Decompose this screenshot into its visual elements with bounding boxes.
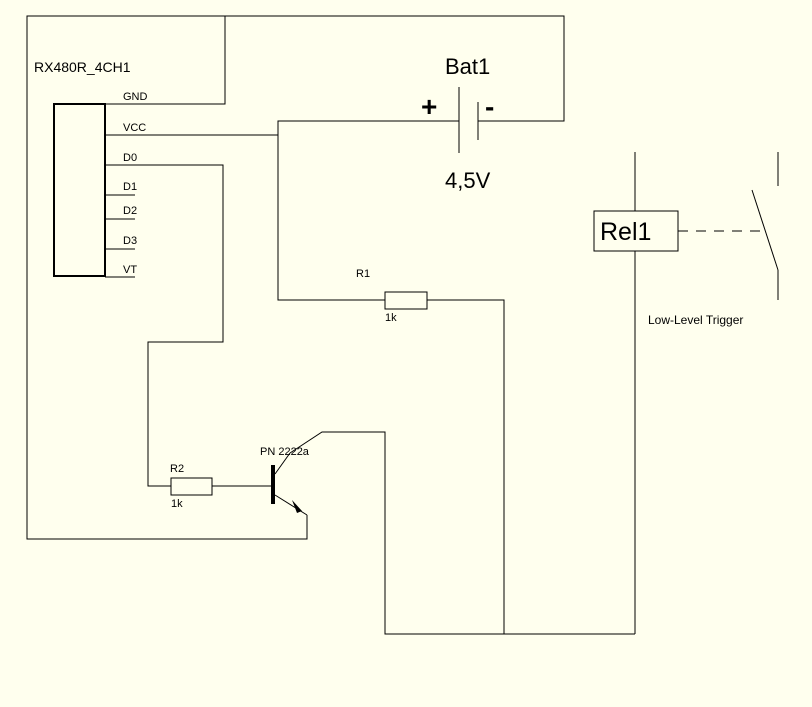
battery-bat1: Bat1 + - 4,5V — [421, 54, 494, 193]
pin-label-d0: D0 — [123, 152, 137, 164]
pin-label-d2: D2 — [123, 205, 137, 217]
pin-label-vcc: VCC — [123, 122, 146, 134]
pin-label-d3: D3 — [123, 235, 137, 247]
pin-label-d1: D1 — [123, 181, 137, 193]
r1-body — [384, 291, 428, 310]
wire-gnd-top — [105, 15, 565, 122]
transistor-pn2222a: PN 2222a — [260, 446, 310, 516]
wire-d0-r2 — [105, 164, 224, 487]
pin-label-gnd: GND — [123, 91, 148, 103]
wire-collector — [289, 431, 635, 635]
r1-name: R1 — [356, 268, 370, 280]
transistor-emitter-leg — [274, 494, 308, 516]
module-name: RX480R_4CH1 — [34, 59, 131, 75]
wire-r1-bottom — [427, 299, 505, 634]
relay-name: Rel1 — [600, 218, 651, 246]
relay-rel1: Rel1 Low-Level Trigger — [593, 152, 779, 327]
resistor-r2: R2 1k — [170, 463, 213, 510]
transistor-emitter-arrow — [292, 500, 302, 513]
r2-value: 1k — [171, 498, 183, 510]
battery-minus-sign: - — [485, 91, 494, 122]
wire-vcc-r1 — [277, 135, 385, 301]
wires — [26, 15, 636, 635]
module-body — [53, 103, 106, 277]
transistor-name: PN 2222a — [260, 446, 310, 458]
r2-body — [170, 477, 213, 496]
wire-gnd-left — [26, 15, 308, 540]
rx480r-module: RX480R_4CH1 GND VCC D0 D1 D2 D3 VT — [34, 59, 148, 278]
r2-name: R2 — [170, 463, 184, 475]
battery-plus-sign: + — [421, 91, 437, 122]
resistor-r1: R1 1k — [356, 268, 428, 324]
battery-voltage: 4,5V — [445, 168, 491, 193]
relay-trigger-note: Low-Level Trigger — [648, 313, 743, 327]
relay-contact-switch — [751, 189, 779, 271]
r1-value: 1k — [385, 312, 397, 324]
battery-name: Bat1 — [445, 54, 490, 79]
module-pin-lines — [105, 103, 135, 278]
wire-vcc — [105, 120, 459, 136]
module-pin-labels: GND VCC D0 D1 D2 D3 VT — [123, 91, 148, 276]
pin-label-vt: VT — [123, 264, 137, 276]
transistor-collector-leg — [274, 452, 291, 475]
